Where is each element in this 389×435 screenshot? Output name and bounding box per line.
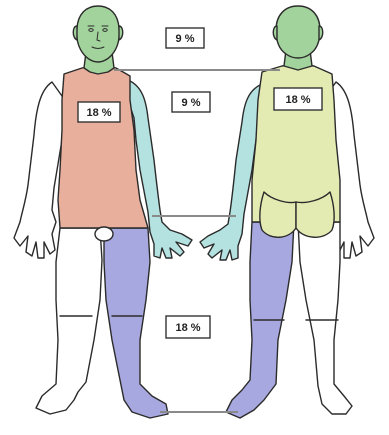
front-right-arm: [14, 82, 66, 258]
label-head-text: 9 %: [176, 33, 195, 45]
label-arm-text: 9 %: [182, 97, 201, 109]
label-trunk-front-text: 18 %: [86, 107, 111, 119]
label-trunk-back: 18 %: [274, 88, 322, 110]
label-arm: 9 %: [172, 92, 210, 112]
back-figure: [200, 6, 374, 418]
back-ear-left: [273, 26, 277, 40]
label-head: 9 %: [166, 28, 204, 48]
label-leg: 18 %: [166, 316, 210, 338]
front-figure: [14, 6, 192, 418]
front-ear-right: [119, 26, 123, 40]
label-trunk-front: 18 %: [78, 102, 120, 122]
front-ear-left: [73, 26, 77, 40]
back-ear-right: [319, 26, 323, 40]
front-groin: [95, 227, 113, 241]
label-trunk-back-text: 18 %: [285, 94, 310, 106]
label-leg-text: 18 %: [175, 322, 200, 334]
back-head: [276, 6, 320, 58]
front-right-leg: [36, 228, 102, 414]
